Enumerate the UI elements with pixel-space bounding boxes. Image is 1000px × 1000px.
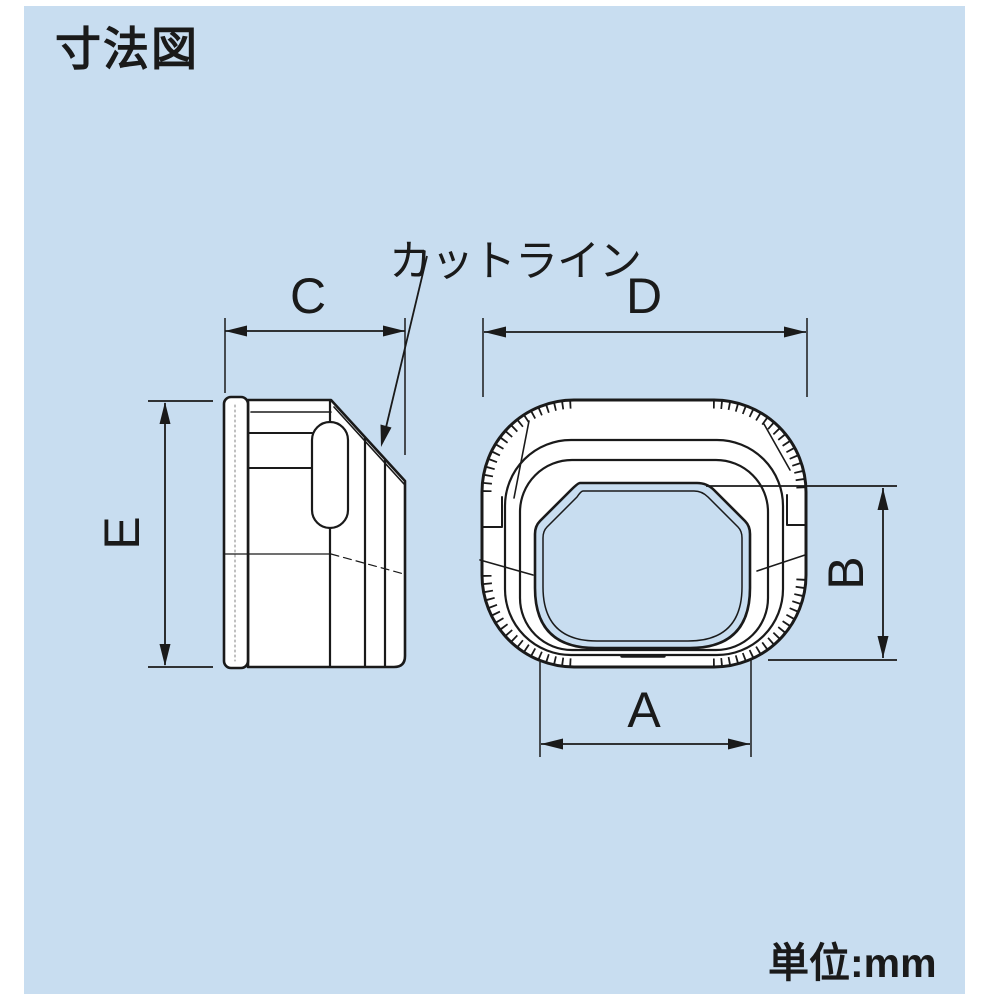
side-seam-line-slanted — [330, 553, 405, 575]
dim-e-arrow-up — [159, 402, 171, 424]
dimension-d: D — [482, 268, 808, 397]
dim-c-arrow-right — [383, 325, 405, 337]
dim-b-arrow-down — [877, 636, 889, 658]
dimension-a: A — [539, 660, 752, 757]
dim-c-arrow-left — [225, 325, 247, 337]
cut-line-leader-arrow — [380, 424, 392, 447]
front-left-notch — [482, 496, 503, 528]
dim-d-arrow-right — [784, 326, 806, 338]
cut-line-leader-line — [382, 255, 428, 441]
dim-a-arrow-left — [541, 738, 563, 750]
front-right-notch — [786, 494, 806, 526]
dim-b-label: B — [818, 556, 874, 589]
front-left-seam — [479, 559, 534, 576]
front-corner-seam-top-right — [763, 423, 791, 471]
side-cut-edge-inner — [333, 406, 405, 485]
dim-e-label: E — [94, 516, 150, 549]
dim-e-arrow-down — [159, 644, 171, 666]
front-view — [479, 398, 808, 669]
front-corner-seam-top-left — [513, 420, 530, 499]
front-inner-ring-2 — [518, 458, 770, 652]
dim-a-arrow-right — [728, 738, 750, 750]
side-flange — [222, 395, 250, 670]
front-right-seam — [756, 554, 806, 572]
front-opening-inner-wall — [542, 490, 743, 642]
dimension-b: B — [706, 485, 897, 661]
dimension-e: E — [94, 400, 213, 668]
front-opening — [533, 481, 752, 650]
cut-line-leader — [380, 255, 428, 447]
dim-d-arrow-left — [484, 326, 506, 338]
dim-a-label: A — [627, 682, 661, 738]
cut-line-label: カットライン — [389, 238, 642, 286]
unit-label: 単位:mm — [768, 940, 937, 986]
dimension-c: C — [224, 268, 406, 455]
dim-d-label: D — [626, 268, 662, 324]
side-view — [222, 395, 407, 670]
page-title: 寸法図 — [55, 23, 199, 75]
dim-b-arrow-up — [877, 488, 889, 510]
side-slot-capsule — [310, 420, 350, 530]
dim-c-label: C — [290, 268, 326, 324]
